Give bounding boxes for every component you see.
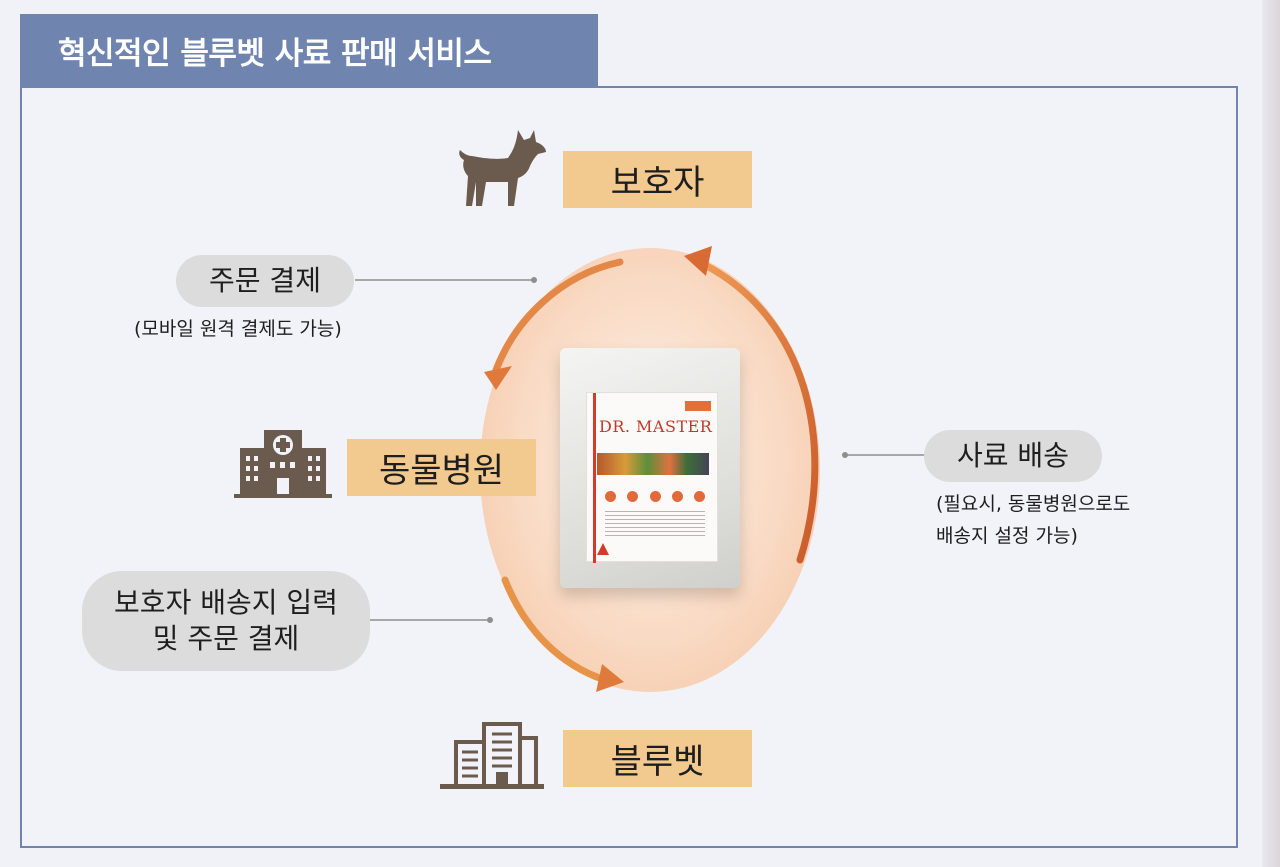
bag-stripe: [593, 393, 596, 563]
arrow-head-top: [684, 246, 712, 276]
arrow-head-left: [484, 366, 512, 390]
arrow-head-bottom: [596, 664, 624, 692]
step-guardian-entry-line2: 및 주문 결제: [152, 622, 300, 655]
hospital-icon: [234, 430, 332, 498]
arrow-arc-bottom-left: [501, 576, 609, 684]
bag-vegetables: [597, 453, 709, 475]
step-feed-delivery: 사료 배송: [924, 430, 1102, 482]
bag-tag: [685, 401, 711, 411]
node-guardian: 보호자: [563, 151, 752, 208]
bag-logo: [597, 543, 609, 555]
step-feed-delivery-note: (필요시, 동물병원으로도 배송지 설정 가능): [936, 493, 1131, 547]
arrow-arc-top-left: [492, 258, 624, 374]
node-hospital: 동물병원: [347, 439, 536, 496]
product-bag-image: DR. MASTER: [560, 348, 740, 588]
bag-fine-print: [605, 511, 705, 539]
product-bag-label: DR. MASTER: [586, 392, 718, 563]
bag-feature-dots: [605, 491, 705, 502]
step-guardian-entry: 보호자 배송지 입력 및 주문 결제: [82, 571, 370, 671]
node-bluevet: 블루벳: [563, 730, 752, 787]
step-guardian-entry-line1: 보호자 배송지 입력: [114, 586, 338, 619]
arrow-arc-right: [701, 261, 819, 564]
step-order-payment: 주문 결제: [176, 255, 354, 307]
right-edge-strip: [1262, 0, 1280, 867]
page-title: 혁신적인 블루벳 사료 판매 서비스: [20, 14, 598, 87]
step-order-payment-note: (모바일 원격 결제도 가능): [134, 318, 342, 340]
dog-icon: [459, 130, 546, 206]
office-building-icon: [440, 722, 544, 789]
product-brand: DR. MASTER: [599, 417, 713, 436]
